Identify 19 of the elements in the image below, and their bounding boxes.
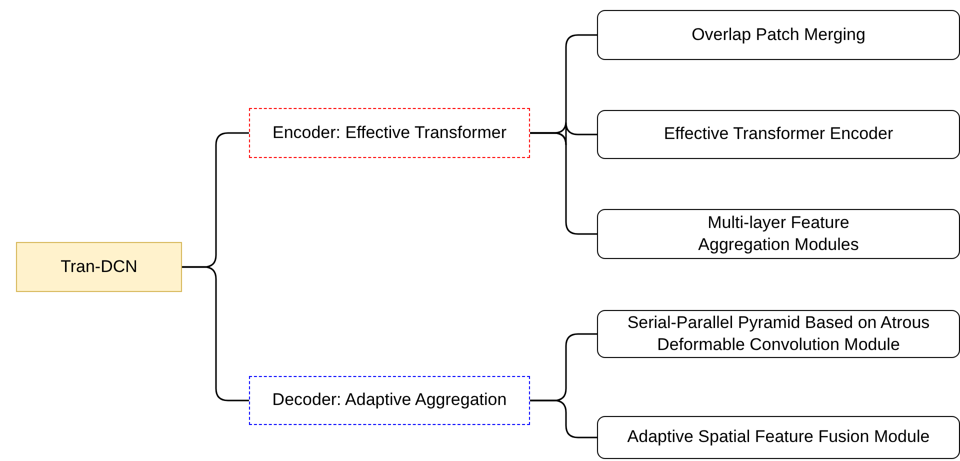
brace-connector — [530, 132, 597, 235]
node-label: Multi-layer Feature Aggregation Modules — [697, 212, 860, 256]
category-box — [249, 108, 530, 158]
module-box — [597, 10, 960, 60]
node-label: Decoder: Adaptive Aggregation — [272, 389, 507, 412]
node-label: Overlap Patch Merging — [692, 24, 866, 46]
brace-connector — [182, 266, 249, 402]
node-label: Effective Transformer Encoder — [664, 123, 894, 146]
root-box — [16, 242, 182, 292]
module-box — [597, 209, 960, 259]
node-label: Encoder: Effective Transformer — [272, 122, 506, 144]
node-label: Serial-Parallel Pyramid Based on Atrous Deformable Convolution Module — [626, 312, 931, 356]
brace-connector — [530, 400, 597, 438]
node-label: Tran-DCN — [60, 256, 138, 278]
module-box — [597, 416, 960, 459]
node-label: Adaptive Spatial Feature Fusion Module — [627, 426, 930, 448]
category-box — [249, 376, 530, 425]
module-box — [597, 110, 960, 159]
module-box — [597, 310, 960, 358]
